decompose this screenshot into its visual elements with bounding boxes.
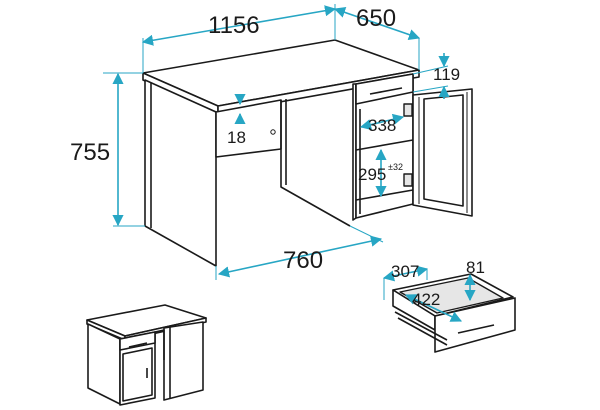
dimension-inner-width-label: 338 (368, 116, 396, 135)
desk-left-panel (144, 79, 217, 267)
preview-drawer (119, 331, 156, 351)
drawer-detail-view: 307 81 422 (382, 258, 516, 353)
hinge-lower-icon (403, 173, 413, 187)
drawer-width-label: 307 (391, 262, 419, 281)
drawer-depth-label: 422 (412, 290, 440, 309)
dimension-shelf-tolerance-label: ±32 (388, 162, 403, 172)
dimension-leg-depth: 760 (215, 225, 384, 280)
dimension-drawer-front-label: 119 (433, 65, 460, 84)
desk-preview-view (86, 304, 207, 406)
dimension-top-thickness-label: 18 (227, 128, 246, 147)
preview-right-panel (163, 321, 204, 401)
dimension-leg-depth-label: 760 (283, 247, 323, 274)
dimension-inner-width: 338 (359, 113, 405, 135)
dimension-depth-label: 650 (356, 5, 396, 32)
dimension-height: 755 (70, 72, 145, 227)
dimension-width-label: 1156 (208, 12, 260, 39)
hinge-icon (403, 103, 413, 117)
dimension-height-label: 755 (70, 139, 110, 166)
dimension-top-thickness: 18 (227, 93, 246, 147)
preview-door (122, 347, 153, 402)
dimension-depth: 650 (333, 5, 421, 70)
dimension-drawer-front: 119 (412, 53, 460, 99)
dimension-shelf-height: 295 ±32 (358, 148, 403, 198)
drawer-height-label: 81 (466, 258, 485, 277)
dimension-shelf-height-label: 295 (358, 165, 386, 184)
preview-pedestal-side (87, 323, 121, 405)
desk-main-view (142, 39, 473, 267)
